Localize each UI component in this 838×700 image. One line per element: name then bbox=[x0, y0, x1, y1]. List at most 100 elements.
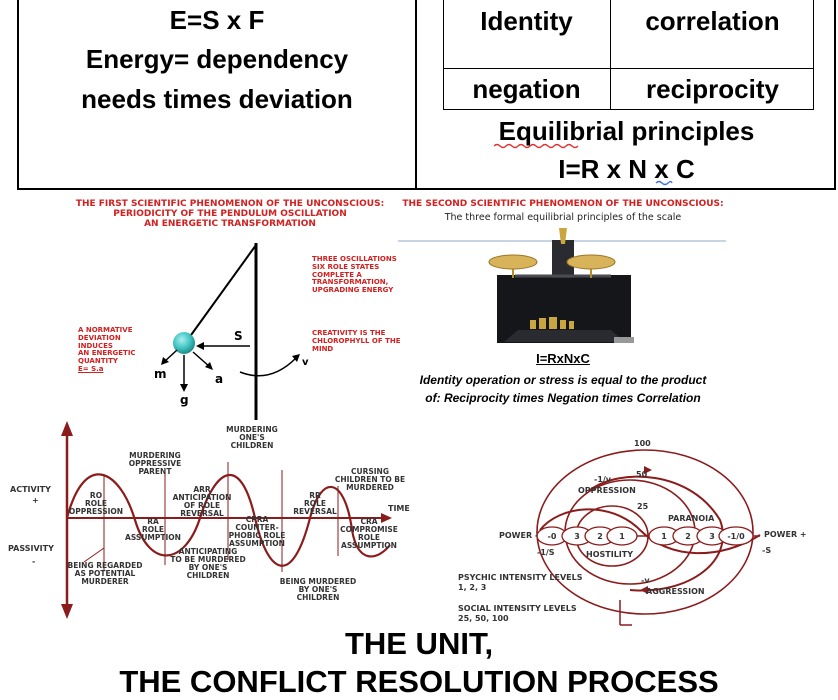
table-cell-identity: Identity bbox=[480, 6, 573, 36]
aggression-label: AGGRESSION bbox=[646, 587, 705, 596]
footer-title-line2: THE CONFLICT RESOLUTION PROCESS bbox=[119, 664, 719, 699]
ra-l2: ROLE bbox=[141, 524, 165, 534]
level-100: 100 bbox=[634, 439, 651, 448]
label-ra: RA ROLE ASSUMPTION bbox=[122, 518, 184, 542]
creativity-note-line2: CHLOROPHYLL OF THE bbox=[312, 336, 401, 345]
neg-v-label: -v bbox=[641, 576, 650, 585]
energy-formula-box bbox=[17, 0, 417, 190]
power-minus-label: POWER - bbox=[499, 531, 539, 540]
social-levels-values: 25, 50, 100 bbox=[458, 614, 509, 623]
energy-definition-line1: Energy= dependency bbox=[85, 44, 349, 74]
oscillations-note: THREE OSCILLATIONS SIX ROLE STATES COMPL… bbox=[312, 255, 397, 295]
deviation-note-line2: DEVIATION bbox=[78, 333, 121, 342]
table-cell-reciprocity: reciprocity bbox=[646, 74, 779, 104]
cursing-l2: CHILDREN TO BE bbox=[334, 474, 406, 484]
equilibrial-box bbox=[415, 0, 836, 190]
label-a: a bbox=[215, 372, 223, 386]
node-left-2: 2 bbox=[597, 532, 603, 541]
cpra-l2: COUNTER- bbox=[235, 522, 279, 532]
axis-minus: - bbox=[32, 557, 36, 566]
psychic-levels-values: 1, 2, 3 bbox=[458, 583, 487, 592]
table-divider-vertical bbox=[610, 0, 611, 110]
anticipating-l1: ANTICIPATING bbox=[178, 547, 238, 556]
label-m: m bbox=[154, 367, 167, 381]
label-g: g bbox=[180, 393, 189, 407]
oscillations-note-line2: SIX ROLE STATES bbox=[312, 262, 380, 271]
node-left-3: 3 bbox=[574, 532, 580, 541]
ro-l1: RO bbox=[89, 491, 103, 500]
cursing-l3: MURDERED bbox=[346, 482, 394, 492]
murdering-parent-l2: OPPRESSIVE bbox=[128, 458, 182, 468]
arr-l1: ARR bbox=[193, 485, 211, 494]
pendulum-diagram: S m a g v bbox=[154, 243, 309, 420]
node-left-0: -0 bbox=[547, 532, 557, 541]
inverse-v-label: -1/v bbox=[594, 475, 612, 484]
table-cell-negation: negation bbox=[472, 74, 581, 104]
murdering-parent-l1: MURDERING bbox=[129, 451, 181, 460]
cpra-l1: CPRA bbox=[245, 515, 269, 524]
murdering-children-l1: MURDERING bbox=[226, 425, 278, 434]
principles-table bbox=[443, 0, 814, 110]
role-wave-diagram bbox=[61, 421, 392, 619]
oscillations-note-line4: TRANSFORMATION, bbox=[312, 278, 389, 287]
being-murdered-l3: CHILDREN bbox=[296, 592, 340, 602]
power-plus-label: POWER + bbox=[764, 530, 807, 539]
axis-plus: + bbox=[32, 496, 39, 505]
oppression-label: OPPRESSION bbox=[578, 486, 636, 495]
anticipating-l3: BY ONE'S bbox=[188, 562, 228, 572]
pendulum-title: THE FIRST SCIENTIFIC PHENOMENON OF THE U… bbox=[60, 199, 400, 229]
hostility-label: HOSTILITY bbox=[586, 550, 634, 559]
murdering-children-l3: CHILDREN bbox=[230, 440, 274, 450]
node-right-1: 1 bbox=[661, 532, 667, 541]
creativity-note: CREATIVITY IS THE CHLOROPHYLL OF THE MIN… bbox=[312, 329, 401, 353]
equilibrial-formula: I=R x N x C bbox=[558, 154, 695, 184]
oscillations-note-line3: COMPLETE A bbox=[312, 270, 362, 279]
label-ro: RO ROLE OPPRESSION bbox=[66, 492, 126, 516]
creativity-note-line1: CREATIVITY IS THE bbox=[312, 329, 386, 337]
node-right-3: 3 bbox=[709, 532, 715, 541]
footer-title-line1: THE UNIT, bbox=[344, 626, 494, 661]
scale-caption-line2: of: Reciprocity times Negation times Cor… bbox=[425, 391, 701, 405]
pendulum-title-line3: AN ENERGETIC TRANSFORMATION bbox=[144, 219, 316, 230]
being-murdered-l2: BY ONE'S bbox=[298, 584, 338, 594]
rr-l2: ROLE bbox=[303, 498, 327, 508]
rr-l3: REVERSAL bbox=[293, 506, 337, 516]
cra-l2: COMPROMISE bbox=[340, 524, 398, 534]
anticipating-l4: CHILDREN bbox=[186, 570, 230, 580]
cpra-l4: ASSUMPTION bbox=[229, 538, 285, 548]
murdering-children-l2: ONE'S bbox=[239, 432, 265, 442]
pendulum-title-line1: THE FIRST SCIENTIFIC PHENOMENON OF THE U… bbox=[75, 199, 385, 209]
level-50: 50 bbox=[636, 470, 648, 479]
label-regarded: BEING REGARDED AS POTENTIAL MURDERER bbox=[64, 562, 146, 586]
regarded-l2: AS POTENTIAL bbox=[74, 568, 136, 578]
murdering-parent-l3: PARENT bbox=[138, 466, 172, 476]
neg-s-right-label: -S bbox=[762, 546, 772, 555]
ra-l1: RA bbox=[147, 517, 159, 526]
label-rr: RR ROLE REVERSAL bbox=[290, 492, 340, 516]
axis-time: TIME bbox=[388, 504, 410, 513]
creativity-note-line3: MIND bbox=[312, 344, 334, 353]
regarded-l1: BEING REGARDED bbox=[67, 561, 143, 570]
node-left-1: 1 bbox=[619, 532, 625, 541]
being-murdered-l1: BEING MURDERED bbox=[279, 577, 357, 586]
rr-l1: RR bbox=[309, 491, 321, 500]
label-v: v bbox=[302, 357, 309, 368]
ra-l3: ASSUMPTION bbox=[125, 532, 181, 542]
cra-l3: ROLE bbox=[357, 532, 381, 542]
node-right-inverse: -1/0 bbox=[727, 532, 745, 541]
label-cursing: CURSING CHILDREN TO BE MURDERED bbox=[330, 468, 410, 492]
cursing-l1: CURSING bbox=[351, 467, 389, 476]
label-murdering-parent: MURDERING OPPRESSIVE PARENT bbox=[122, 452, 188, 476]
deviation-note: A NORMATIVE DEVIATION INDUCES AN ENERGET… bbox=[78, 326, 136, 374]
cpra-l3: PHOBIC ROLE bbox=[228, 530, 286, 540]
neg-s-left-label: -1/S bbox=[537, 548, 555, 557]
scale-formula: I=RxNxC bbox=[536, 351, 590, 366]
label-arr: ARR ANTICIPATION OF ROLE REVERSAL bbox=[170, 486, 234, 518]
scale-illustration bbox=[398, 228, 726, 343]
psychic-levels: PSYCHIC INTENSITY LEVELS 1, 2, 3 bbox=[458, 573, 582, 593]
table-divider-horizontal bbox=[443, 68, 814, 69]
arr-l2: ANTICIPATION bbox=[172, 492, 232, 502]
oscillations-note-line1: THREE OSCILLATIONS bbox=[312, 255, 397, 263]
psychic-levels-title: PSYCHIC INTENSITY LEVELS bbox=[458, 573, 583, 582]
arr-l4: REVERSAL bbox=[180, 508, 224, 518]
